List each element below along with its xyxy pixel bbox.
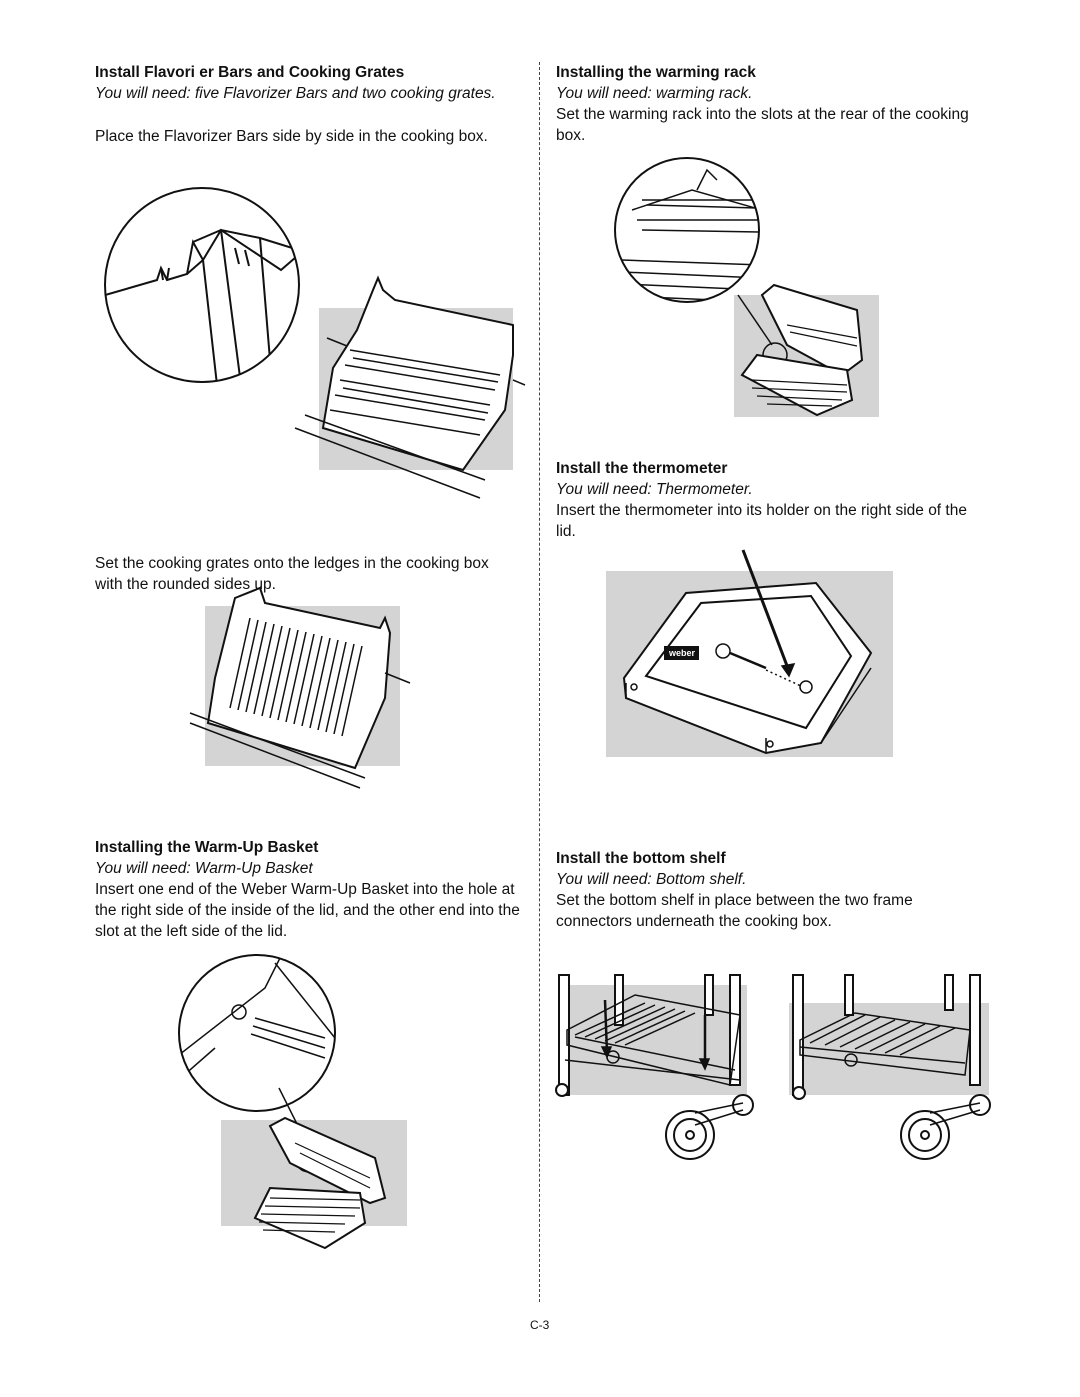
warming-rack-body: Set the warming rack into the slots at t…: [556, 106, 969, 144]
thermometer-title: Install the thermometer: [556, 460, 728, 477]
warmup-need: You will need: Warm-Up Basket: [95, 860, 313, 877]
bottom-shelf-illustration-1: [555, 974, 754, 1160]
warming-rack-title: Installing the warming rack: [556, 64, 756, 81]
bottom-shelf-title: Install the bottom shelf: [556, 850, 726, 867]
thermometer-illustration: weber: [606, 549, 893, 757]
thermometer-body: Insert the thermometer into its holder o…: [556, 502, 967, 540]
page-number: C-3: [530, 1318, 550, 1332]
bottom-shelf-need: You will need: Bottom shelf.: [556, 871, 747, 888]
warmup-basket-illustration: [178, 954, 407, 1250]
thermometer-need: You will need: Thermometer.: [556, 481, 753, 498]
flavorizer-illustration: [104, 187, 526, 499]
bottom-shelf-illustration-2: [789, 974, 991, 1160]
warmup-title: Installing the Warm-Up Basket: [95, 839, 319, 856]
weber-logo: [664, 646, 699, 660]
cooking-grates-illustration: [189, 586, 411, 789]
flavorizer-body: Place the Flavorizer Bars side by side i…: [95, 128, 488, 145]
warming-rack-need: You will need: warming rack.: [556, 85, 753, 102]
column-divider: [539, 62, 540, 1302]
warming-rack-illustration: [614, 157, 879, 417]
flavorizer-title: Install Flavori er Bars and Cooking Grat…: [95, 64, 405, 81]
grates-body: Set the cooking grates onto the ledges i…: [95, 555, 489, 593]
bottom-shelf-body: Set the bottom shelf in place between th…: [556, 892, 913, 930]
warmup-body: Insert one end of the Weber Warm-Up Bask…: [95, 881, 520, 940]
flavorizer-need: You will need: five Flavorizer Bars and …: [95, 85, 496, 102]
svg-text:weber: weber: [668, 648, 696, 658]
